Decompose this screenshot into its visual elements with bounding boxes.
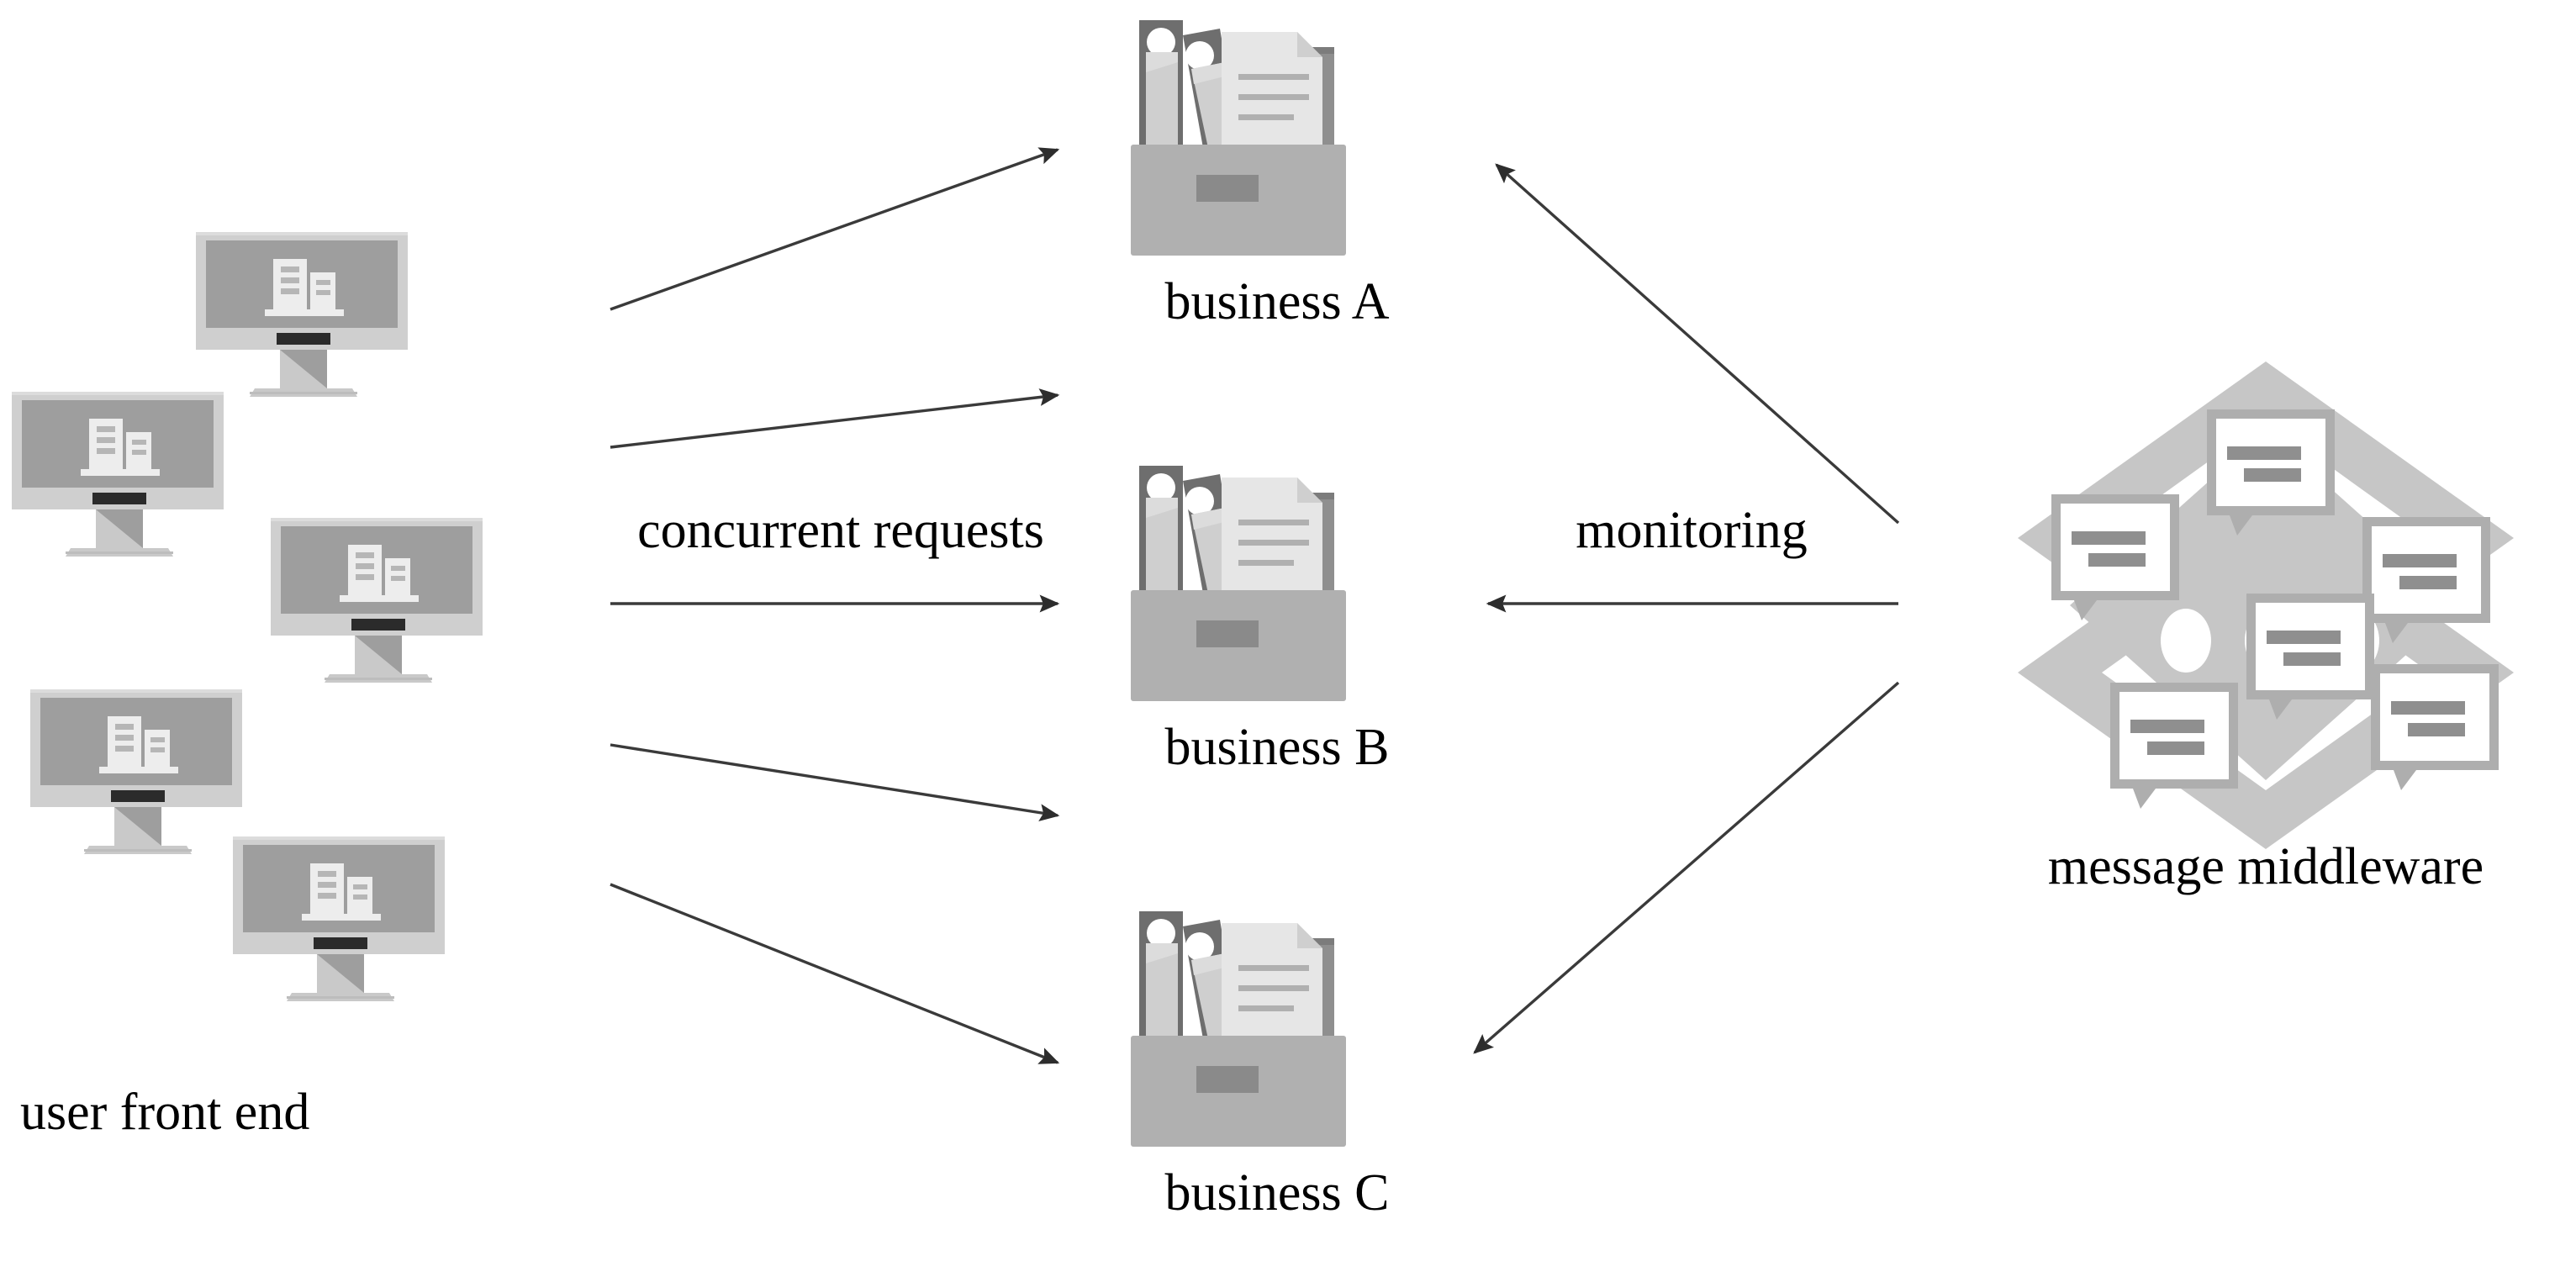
monitor-icon	[196, 232, 408, 397]
monitor-icon	[233, 836, 445, 1001]
concurrent-requests-arrows	[610, 147, 1060, 1064]
archive-box-icon	[1131, 911, 1346, 1147]
monitor-icon	[30, 689, 242, 854]
business-nodes-group	[1131, 20, 1346, 1147]
business-b-label: business B	[1164, 719, 1390, 776]
message-middleware-icon	[2018, 361, 2514, 849]
request-arrow	[610, 883, 1060, 1064]
request-arrow	[610, 743, 1060, 822]
user-front-end-group	[12, 232, 483, 1001]
concurrent-requests-label: concurrent requests	[637, 502, 1044, 559]
request-arrow	[610, 147, 1060, 311]
business-c-label: business C	[1164, 1164, 1390, 1222]
monitor-icon	[271, 518, 483, 683]
archive-box-icon	[1131, 466, 1346, 701]
monitoring-arrows	[1473, 163, 1900, 1054]
speech-bubble-icon	[2371, 664, 2499, 790]
monitoring-arrow	[1473, 681, 1900, 1054]
request-arrow	[610, 388, 1060, 449]
message-middleware-label: message middleware	[2047, 838, 2484, 895]
monitoring-label: monitoring	[1576, 502, 1808, 559]
monitoring-arrow	[1495, 163, 1900, 525]
business-a-label: business A	[1164, 273, 1390, 330]
archive-box-icon	[1131, 20, 1346, 256]
user-front-end-label: user front end	[20, 1084, 310, 1141]
dot-icon	[2161, 609, 2211, 673]
monitor-icon	[12, 392, 224, 557]
